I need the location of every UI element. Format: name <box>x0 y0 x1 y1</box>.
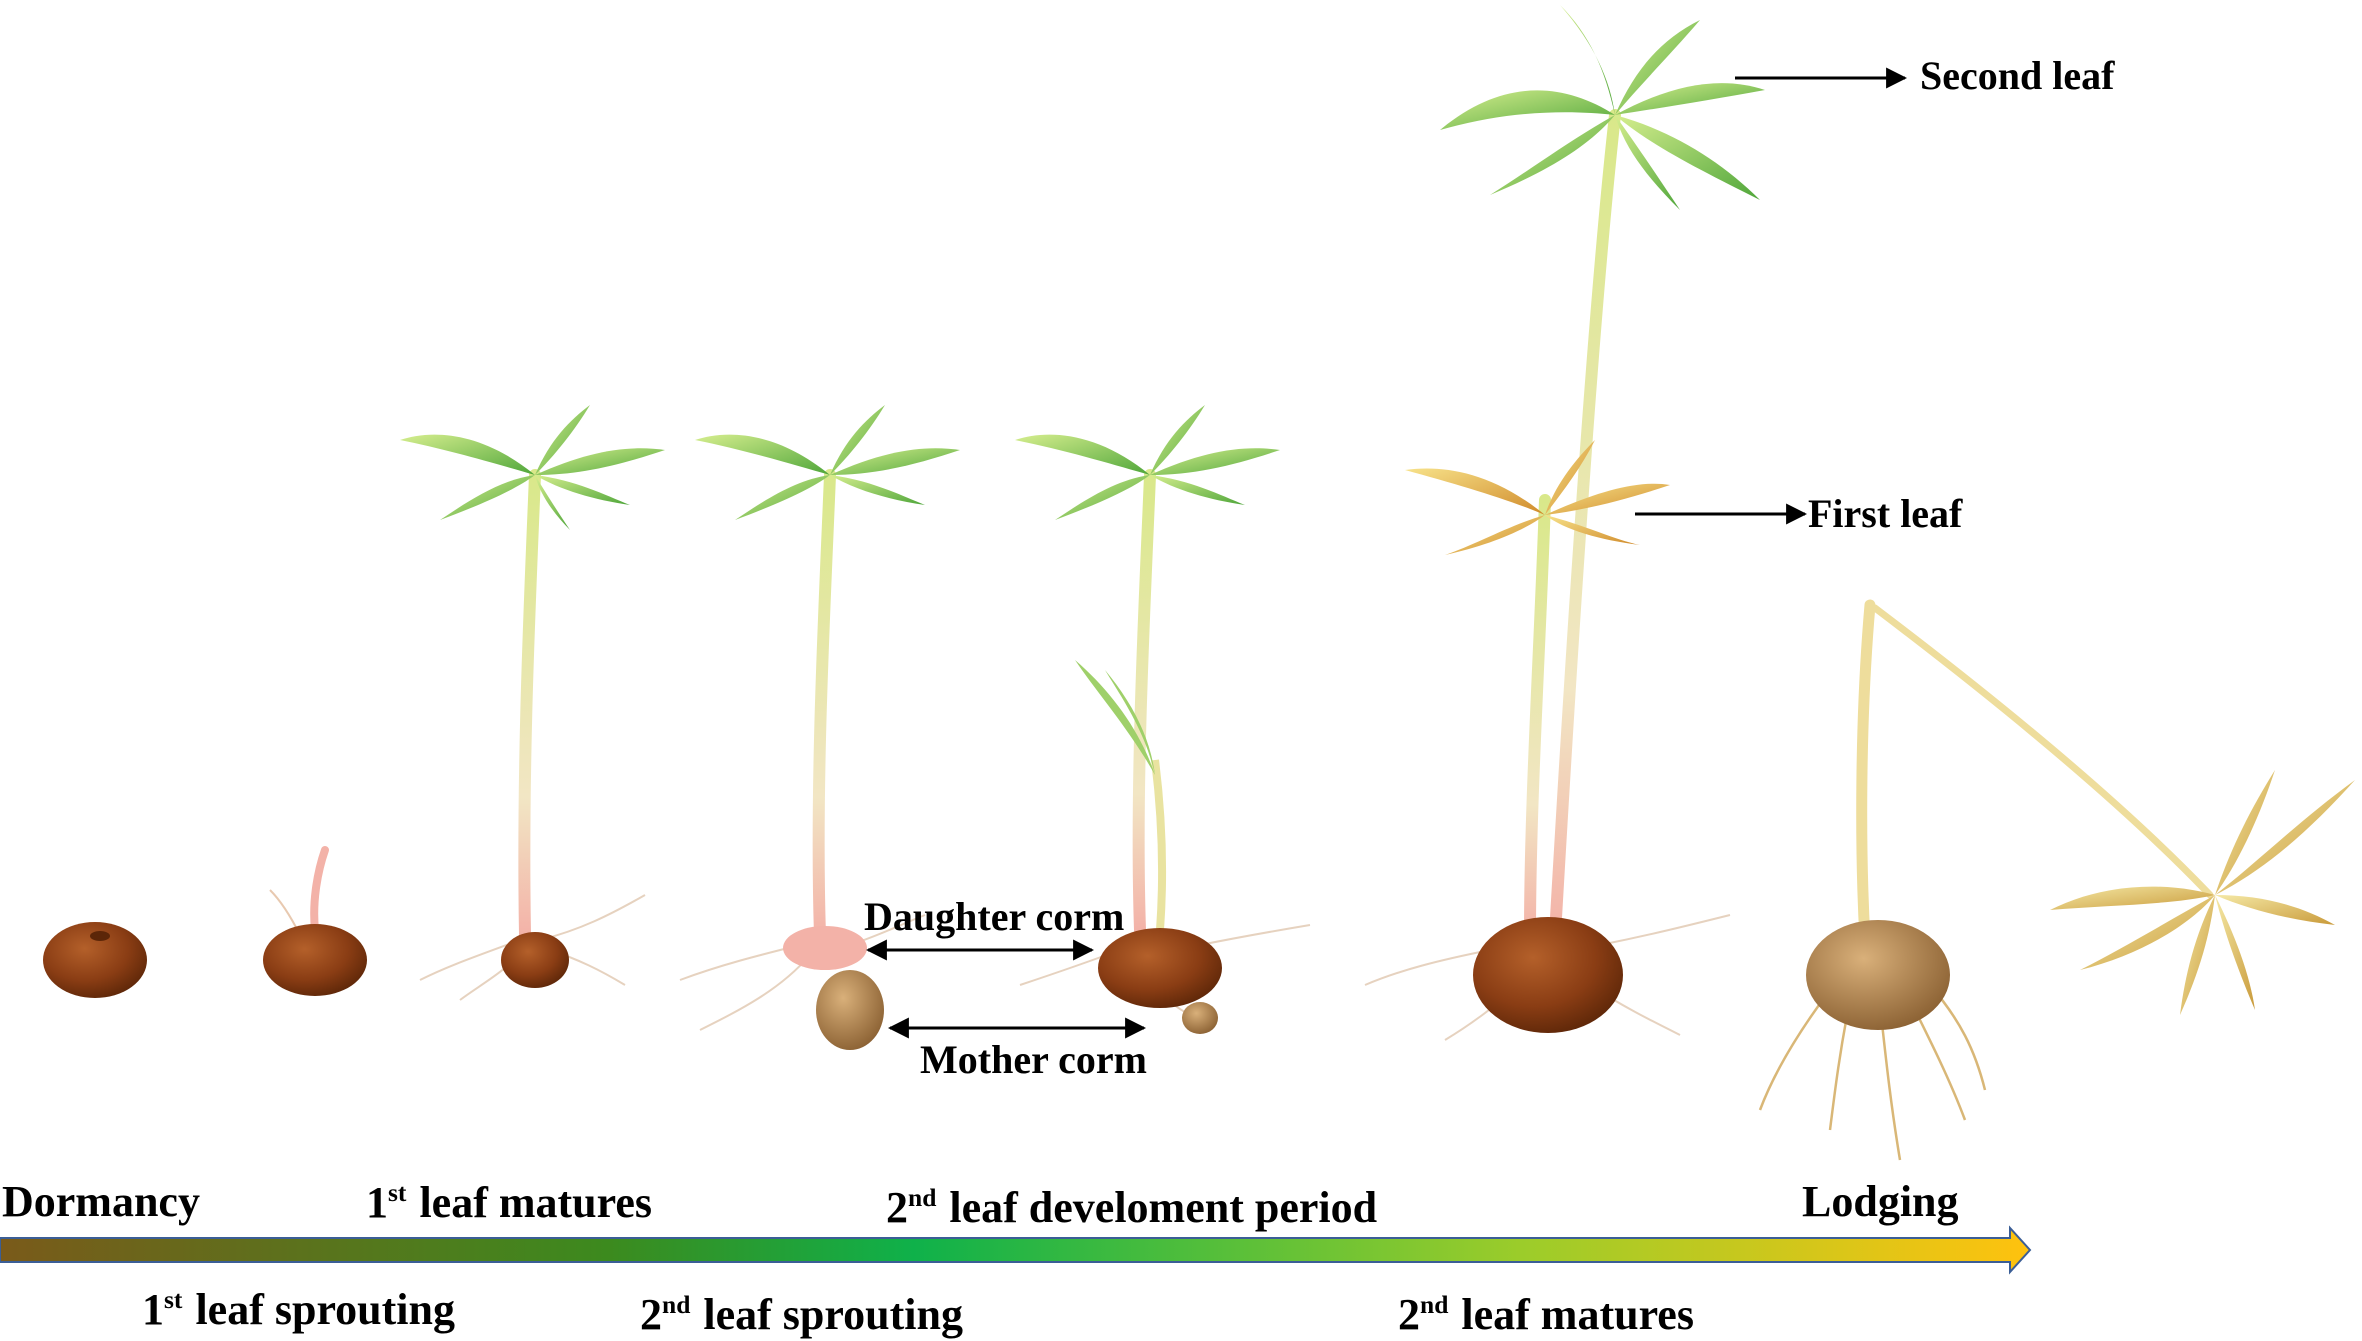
plant-daughter-corm <box>1015 405 1311 1034</box>
ordinal-suffix: st <box>388 1178 407 1207</box>
stage-dormancy: Dormancy <box>2 1177 200 1226</box>
sprouting-corm <box>263 846 367 996</box>
first-leaf-label: First leaf <box>1808 491 1963 536</box>
stage-lodging: Lodging <box>1802 1177 1959 1226</box>
timeline-arrow <box>0 1225 2032 1275</box>
daughter-corm-label: Daughter corm <box>864 894 1125 939</box>
plant-lodging <box>1758 599 2355 1161</box>
stage-text: leaf matures <box>408 1177 653 1227</box>
ordinal-suffix: nd <box>1420 1290 1449 1319</box>
plant-leaf2-sprouting <box>679 405 960 1050</box>
stage-leaf2-matures: 2nd leaf matures <box>1398 1289 1694 1339</box>
stage-text: leaf matures <box>1450 1289 1694 1339</box>
ordinal-suffix: nd <box>662 1290 691 1319</box>
ordinal-suffix: st <box>164 1285 183 1314</box>
stage-text: leaf sprouting <box>184 1284 455 1334</box>
stage-leaf2-development: 2nd leaf develoment period <box>886 1182 1378 1232</box>
stage-leaf2-sprouting: 2nd leaf sprouting <box>640 1289 963 1339</box>
second-leaf-label: Second leaf <box>1920 53 2115 98</box>
plant-two-leaves <box>1364 5 1765 1041</box>
stage-leaf1-sprouting: 1st leaf sprouting <box>142 1284 455 1334</box>
mother-corm-label: Mother corm <box>920 1037 1147 1082</box>
stage-text: leaf sprouting <box>692 1289 963 1339</box>
stage-text: leaf develoment period <box>938 1182 1378 1232</box>
plant-leaf1-mature <box>400 405 665 1001</box>
stage-leaf1-matures: 1st leaf matures <box>366 1177 653 1227</box>
dormant-corm <box>43 922 147 998</box>
ordinal-suffix: nd <box>908 1183 937 1212</box>
